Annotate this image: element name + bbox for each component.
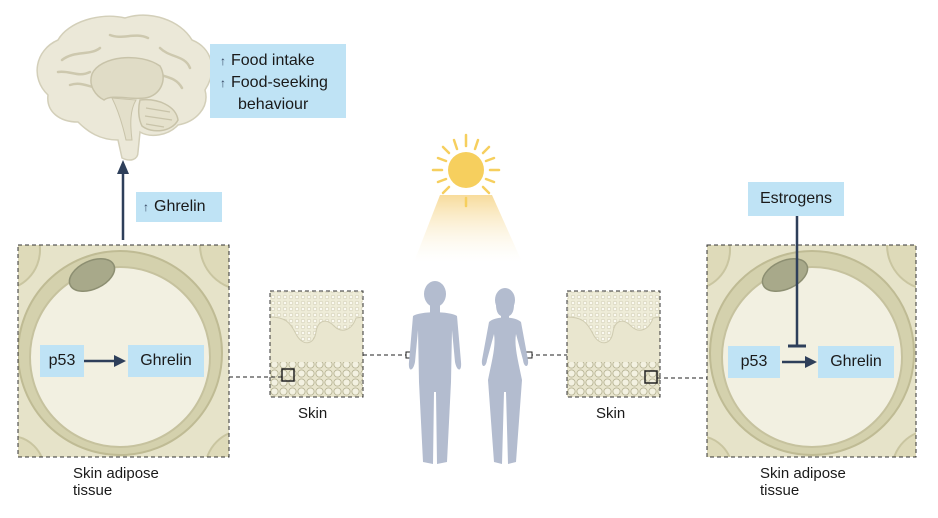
increase-arrow-icon: ↑ [220,54,226,68]
right-adipose-caption: Skin adipose tissue [760,465,846,499]
male-silhouette-icon [408,281,462,464]
food-seeking-line: ↑Food-seeking [220,74,328,91]
behaviour-line: behaviour [238,96,309,113]
left-adipose-caption: Skin adipose tissue [73,465,159,499]
brain-effects-box: ↑Food intake ↑Food-seeking behaviour [210,44,346,118]
right-adipose-panel [706,244,917,458]
right-skin-caption: Skin [596,405,626,422]
female-silhouette-icon [481,288,529,464]
left-skin-caption: Skin [298,405,328,422]
left-ghrelin-label: Ghrelin [128,345,204,377]
estrogens-label: Estrogens [748,182,844,216]
right-skin-panel [566,290,661,398]
right-p53-label: p53 [728,346,780,378]
increase-arrow-icon: ↑ [143,200,149,214]
left-skin-panel [269,290,364,398]
ghrelin-signal-badge: ↑Ghrelin [136,192,222,222]
sun-icon [414,133,522,262]
left-p53-label: p53 [40,345,84,377]
brain-icon [36,14,213,161]
increase-arrow-icon: ↑ [220,76,226,90]
food-intake-line: ↑Food intake [220,52,315,69]
right-ghrelin-label: Ghrelin [818,346,894,378]
